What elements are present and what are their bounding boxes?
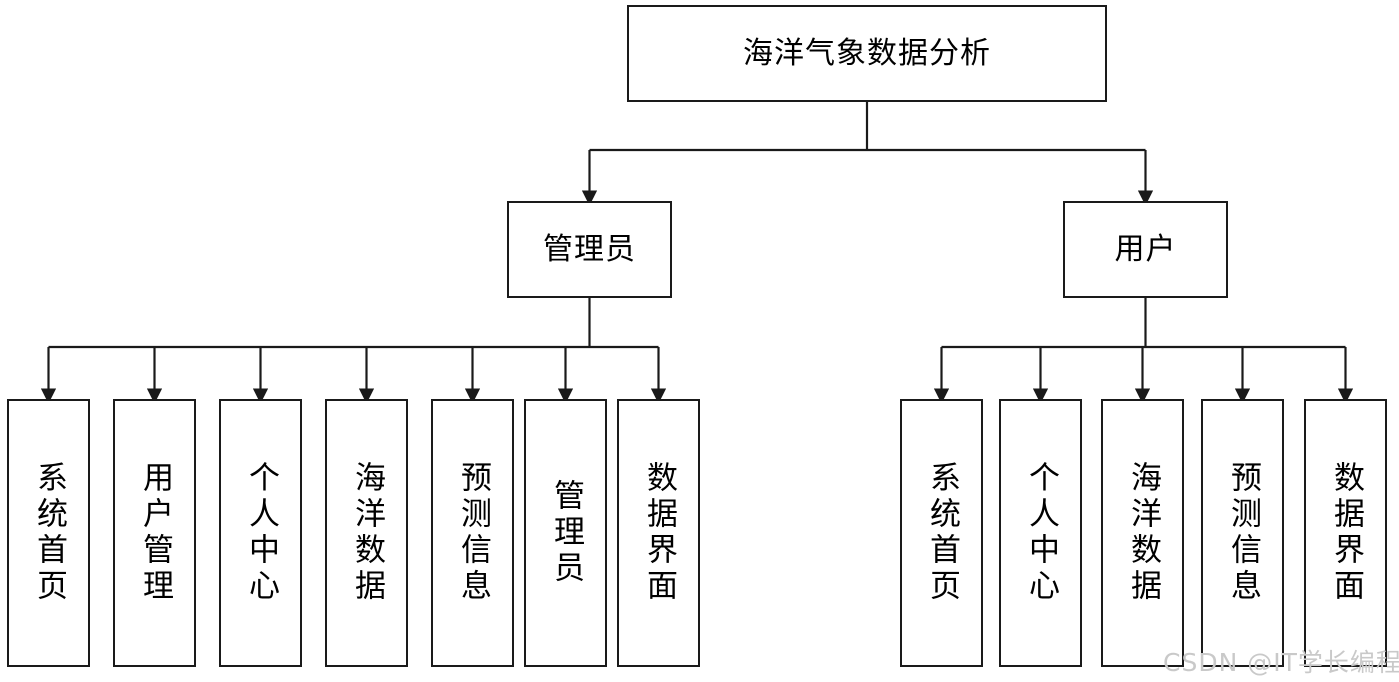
node-leaf-admin-4-label: 预测信息 (455, 461, 491, 605)
node-leaf-admin-6-label: 数据界面 (641, 461, 677, 605)
node-leaf-admin-0[interactable]: 系统首页 (7, 399, 90, 667)
node-leaf-user-2-label: 海洋数据 (1125, 461, 1161, 605)
node-leaf-admin-3-label: 海洋数据 (349, 461, 385, 605)
node-leaf-admin-1-label: 用户管理 (137, 461, 173, 605)
node-leaf-user-4-label: 数据界面 (1328, 461, 1364, 605)
node-branch-admin[interactable]: 管理员 (507, 201, 672, 298)
node-leaf-user-0[interactable]: 系统首页 (900, 399, 983, 667)
node-root-label: 海洋气象数据分析 (743, 35, 991, 71)
node-leaf-user-3-label: 预测信息 (1225, 461, 1261, 605)
node-root[interactable]: 海洋气象数据分析 (627, 5, 1107, 102)
node-leaf-admin-5-label: 管理员 (548, 479, 584, 587)
node-leaf-admin-2-label: 个人中心 (243, 461, 279, 605)
node-leaf-user-1-label: 个人中心 (1023, 461, 1059, 605)
node-leaf-admin-5[interactable]: 管理员 (524, 399, 607, 667)
node-leaf-user-4[interactable]: 数据界面 (1304, 399, 1387, 667)
node-leaf-admin-6[interactable]: 数据界面 (617, 399, 700, 667)
node-leaf-user-3[interactable]: 预测信息 (1201, 399, 1284, 667)
node-leaf-admin-4[interactable]: 预测信息 (431, 399, 514, 667)
node-leaf-admin-2[interactable]: 个人中心 (219, 399, 302, 667)
csdn-watermark: CSDN @IT学长编程 (1163, 648, 1399, 677)
node-branch-admin-label: 管理员 (543, 231, 636, 267)
node-leaf-user-2[interactable]: 海洋数据 (1101, 399, 1184, 667)
node-leaf-user-1[interactable]: 个人中心 (999, 399, 1082, 667)
node-branch-user[interactable]: 用户 (1063, 201, 1228, 298)
node-leaf-admin-0-label: 系统首页 (31, 461, 67, 605)
node-leaf-admin-1[interactable]: 用户管理 (113, 399, 196, 667)
node-leaf-user-0-label: 系统首页 (924, 461, 960, 605)
node-leaf-admin-3[interactable]: 海洋数据 (325, 399, 408, 667)
node-branch-user-label: 用户 (1114, 231, 1177, 267)
